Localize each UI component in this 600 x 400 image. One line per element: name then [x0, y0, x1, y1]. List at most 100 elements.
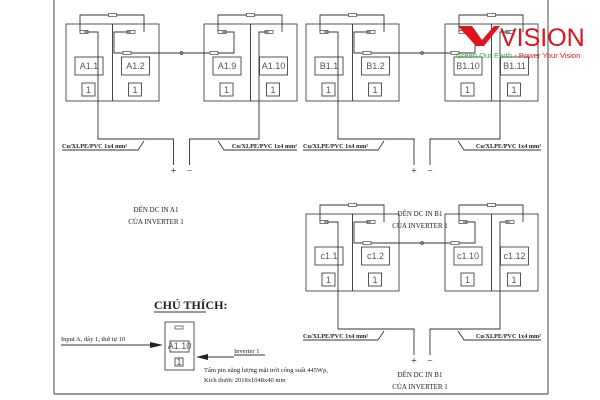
- string-number: 1: [270, 85, 275, 95]
- string-number: 1: [465, 275, 470, 285]
- panel-label: c1.10: [457, 251, 479, 261]
- legend-inverter-note: Inverter 1: [234, 348, 259, 355]
- legend: CHÚ THÍCH: A1.10 1 Input A, dây 1, thứ t…: [61, 298, 328, 384]
- series-junction-icon: [420, 51, 424, 55]
- legend-sample-string: 1: [176, 357, 181, 367]
- legend-description-line2: Kích thước 2018x1048x40 mm: [204, 377, 286, 384]
- logo-tagline: Green Our Earth - Power Your Vision: [456, 51, 580, 60]
- cable-spec-label: Cu/XLPE/PVC 1x4 mm²: [232, 143, 297, 150]
- mc4-connector-icon: [108, 13, 117, 17]
- legend-connector-icon: [174, 325, 184, 330]
- panel-label: A1.9: [218, 61, 237, 71]
- panel-label: B1.11: [503, 61, 526, 71]
- panel-label-box: [121, 56, 150, 76]
- legend-title: CHÚ THÍCH:: [154, 298, 227, 312]
- panel-label: B1.2: [366, 61, 385, 71]
- string-number-box: [507, 82, 521, 97]
- string-number-box: [321, 82, 336, 97]
- cable-label-slant: [217, 140, 225, 151]
- plus-icon: +: [171, 166, 177, 177]
- destination-line2: CỦA INVERTER 1: [392, 383, 448, 391]
- cable-spec-label: Cu/XLPE/PVC 1x4 mm²: [62, 143, 127, 150]
- legend-label-box: [169, 340, 190, 353]
- inverter-arrow-icon: [196, 354, 208, 360]
- string-number: 1: [326, 85, 331, 95]
- string-number: 1: [86, 85, 91, 95]
- panel-label: A1.10: [262, 61, 286, 71]
- jumper-cable: [319, 204, 385, 222]
- mc4-connector-icon: [348, 203, 357, 207]
- panel-label-box: [453, 56, 483, 76]
- destination-line1: ĐẾN DC IN A1: [134, 206, 179, 214]
- mc4-connector-icon: [209, 51, 219, 55]
- destination-line1: ĐẾN DC IN B1: [398, 210, 443, 218]
- mc4-connector-icon: [122, 51, 132, 55]
- panel-label: A1.1: [80, 61, 99, 71]
- cable-spec-label: Cu/XLPE/PVC 1x4 mm²: [476, 143, 541, 150]
- legend-sample-label: A1.10: [168, 341, 192, 351]
- string-number: 1: [132, 85, 137, 95]
- plus-icon: +: [411, 356, 417, 367]
- input-arrow-icon: [150, 342, 163, 348]
- series-junction-icon: [179, 51, 184, 55]
- cable-label-slant: [457, 330, 465, 341]
- mc4-connector-icon: [450, 51, 460, 55]
- mc4-connector-icon: [487, 13, 496, 17]
- panel-label-box: [314, 56, 344, 76]
- logo-v-mark-icon: [458, 26, 500, 46]
- negative-home-run: [189, 31, 269, 140]
- string-number: 1: [511, 85, 516, 95]
- positive-home-run: [324, 31, 415, 140]
- destination-line2: CỦA INVERTER 1: [128, 218, 184, 226]
- minus-icon: −: [187, 166, 193, 177]
- panel-label: c1.2: [367, 251, 384, 261]
- legend-description-line1: Tấm pin năng lượng mặt trời công suất 44…: [204, 367, 328, 374]
- panel-label-box: [453, 246, 483, 266]
- jumper-cable: [217, 14, 283, 32]
- cable-label-slant: [457, 140, 465, 151]
- string-number-box: [128, 82, 142, 97]
- string-number: 1: [326, 275, 331, 285]
- panel-label-box: [74, 56, 104, 76]
- string-number-box: [321, 272, 336, 287]
- jumper-cable: [458, 204, 524, 222]
- mc4-connector-icon: [362, 51, 372, 55]
- panel-label: c1.12: [503, 251, 525, 261]
- cable-label-slant: [377, 140, 385, 151]
- string-number-box: [81, 82, 96, 97]
- minus-icon: −: [427, 356, 433, 367]
- legend-string-box: [174, 357, 184, 367]
- destination-line1: ĐẾN DC IN B1: [398, 371, 443, 379]
- mc4-connector-icon: [348, 13, 357, 17]
- string-number-box: [460, 82, 475, 97]
- panel-label: B1.1: [320, 61, 339, 71]
- string-number-box: [368, 82, 382, 97]
- cable-label-slant: [377, 330, 385, 341]
- jumper-cable: [79, 14, 145, 32]
- plus-icon: +: [411, 166, 417, 177]
- panel-label-box: [212, 56, 242, 76]
- legend-input-note: Input A, dây 1, thứ tự 10: [61, 336, 125, 343]
- jumper-cable: [319, 14, 385, 32]
- logo-brand-text: VISION: [500, 24, 585, 52]
- cable-label-slant: [137, 140, 145, 151]
- panel-label-box: [259, 56, 288, 76]
- mc4-connector-icon: [450, 241, 460, 245]
- string-number: 1: [372, 275, 377, 285]
- panel-label-box: [500, 56, 529, 76]
- panel-label-box: [500, 246, 529, 266]
- panel-label: A1.2: [126, 61, 145, 71]
- panel-label-box: [361, 246, 390, 266]
- panel-label: c1.1: [320, 251, 337, 261]
- panel-label-box: [361, 56, 390, 76]
- panel-label-box: [314, 246, 344, 266]
- cable-spec-label: Cu/XLPE/PVC 1x4 mm²: [476, 333, 541, 340]
- cable-spec-label: Cu/XLPE/PVC 1x4 mm²: [303, 333, 368, 340]
- mc4-connector-icon: [362, 241, 372, 245]
- legend-panel-box: [164, 321, 195, 371]
- series-link-cable: [353, 31, 476, 54]
- string-number: 1: [465, 85, 470, 95]
- mc4-connector-icon: [487, 203, 496, 207]
- string-number: 1: [224, 85, 229, 95]
